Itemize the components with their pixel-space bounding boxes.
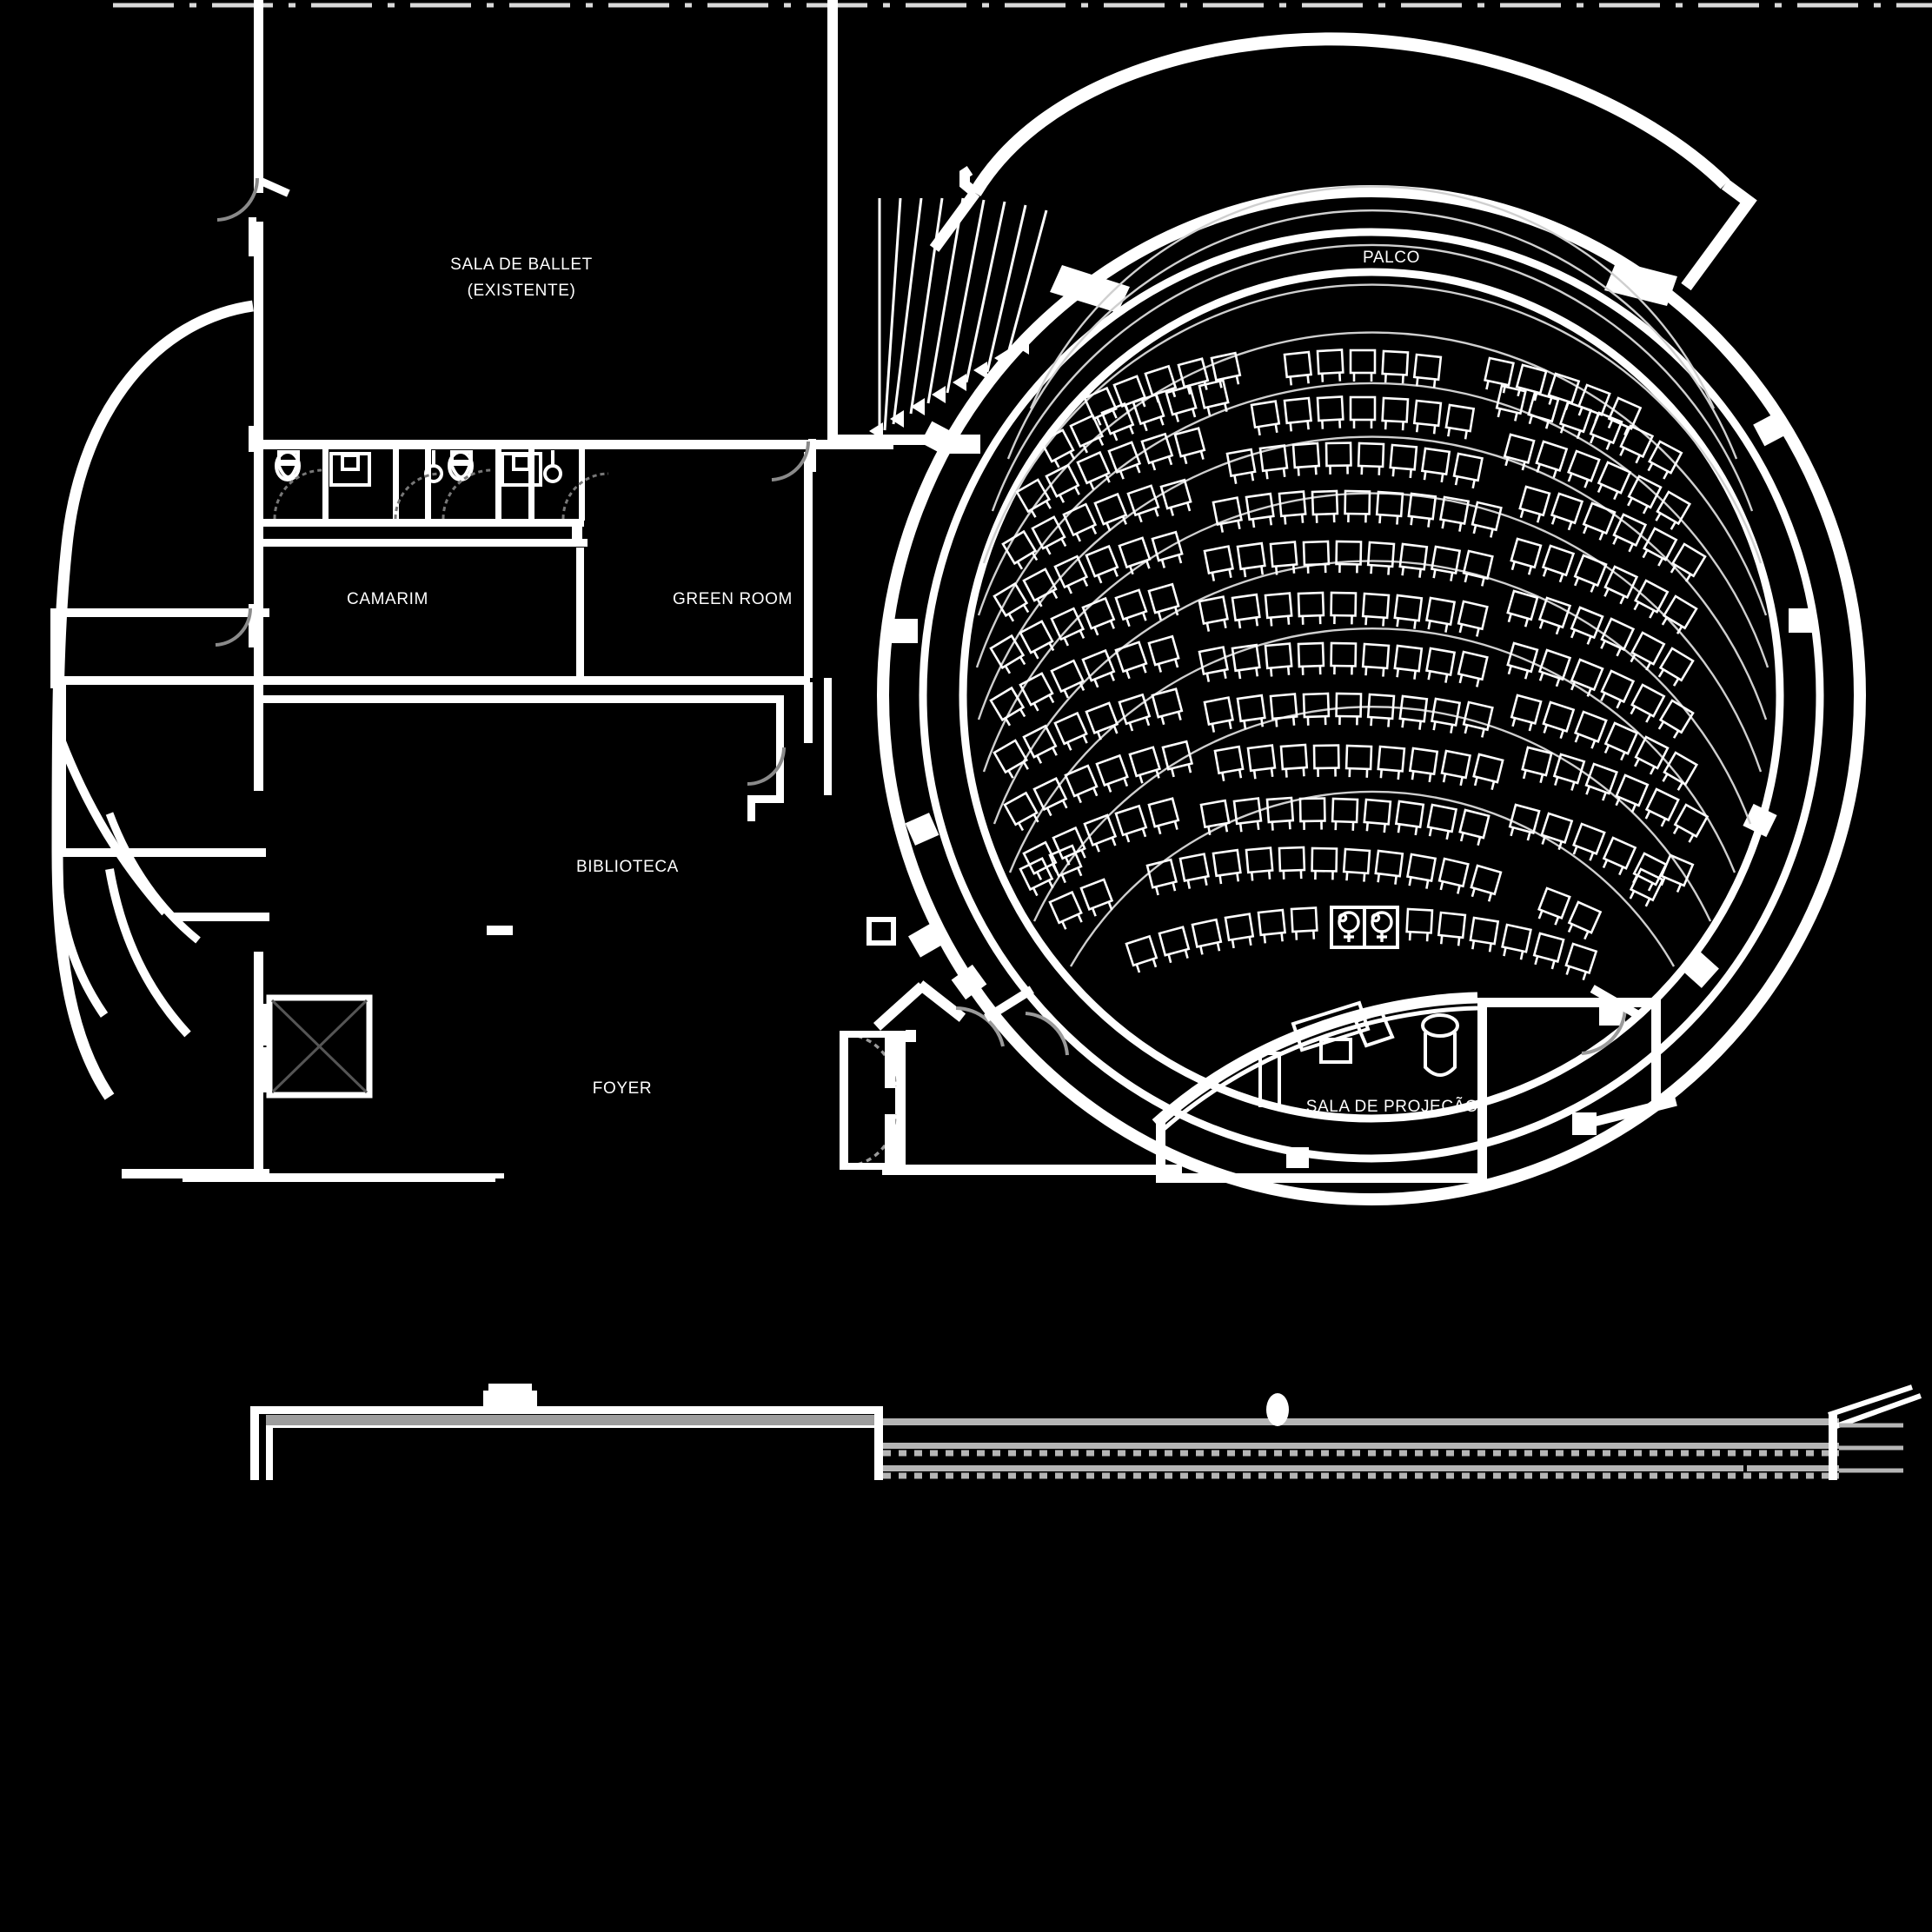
label-palco: PALCO <box>1363 249 1420 267</box>
auditorium-bottom-walls <box>882 1165 1182 1175</box>
label-camarim: CAMARIM <box>347 590 428 608</box>
label-sala-de-projecao: SALA DE PROJEÇÃO <box>1306 1097 1479 1116</box>
label-sala-de-ballet-sub: (EXISTENTE) <box>468 282 576 300</box>
label-biblioteca: BIBLIOTECA <box>576 858 679 876</box>
ridge-marker <box>1266 1393 1289 1426</box>
label-green-room: GREEN ROOM <box>673 590 793 608</box>
label-foyer: FOYER <box>593 1079 652 1098</box>
label-sala-de-ballet: SALA DE BALLET <box>450 256 593 274</box>
cad-drawing: SALA DE BALLET (EXISTENTE) PALCO CAMARIM… <box>0 0 1932 1480</box>
